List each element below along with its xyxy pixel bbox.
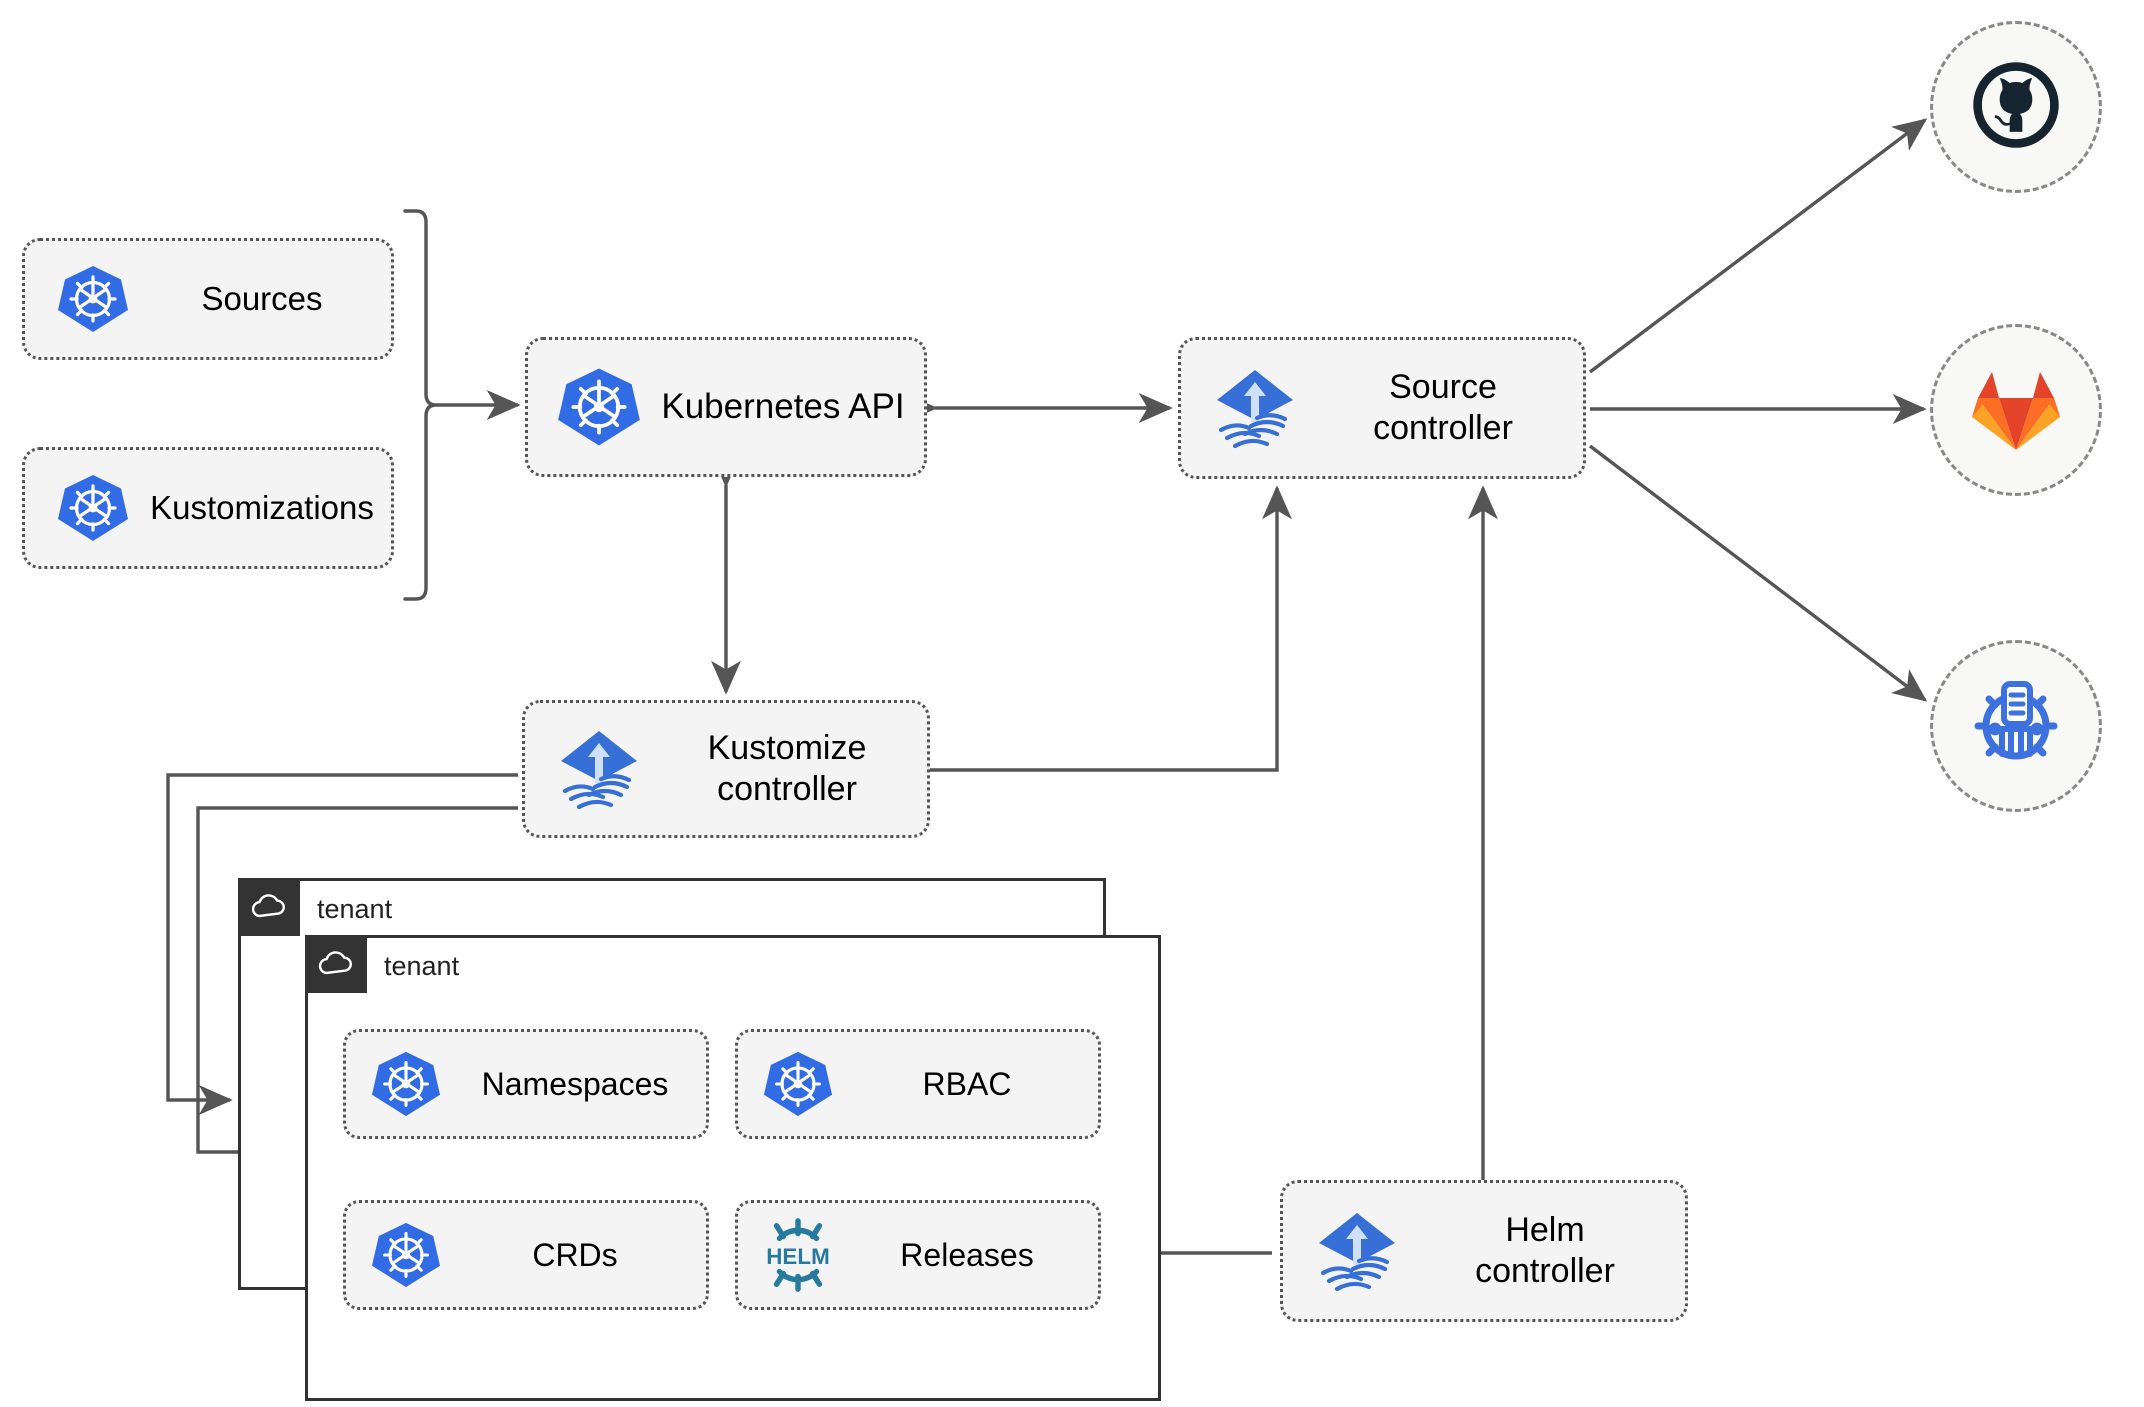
- group-bracket: [403, 209, 521, 601]
- wire-sourcecontroller-helmregistry: [1588, 444, 1928, 702]
- resource-label: Releases: [900, 1236, 1034, 1273]
- node-helm-controller[interactable]: Helm controller: [1280, 1180, 1688, 1322]
- node-kustomizations[interactable]: Kustomizations: [22, 447, 394, 569]
- provider-github[interactable]: [1930, 21, 2102, 193]
- kubernetes-icon: [53, 472, 133, 544]
- provider-gitlab[interactable]: [1930, 324, 2102, 496]
- flux-icon: [1309, 1205, 1405, 1297]
- kubernetes-icon: [760, 1049, 836, 1119]
- node-sources[interactable]: Sources: [22, 238, 394, 360]
- kubernetes-icon: [53, 263, 133, 335]
- tenant-label: tenant: [384, 951, 460, 981]
- node-label: Sources: [201, 280, 323, 318]
- kubernetes-icon: [368, 1220, 444, 1290]
- helm-repository-icon: [1964, 672, 2068, 781]
- flux-icon: [1207, 362, 1303, 454]
- provider-helm-registry[interactable]: [1930, 640, 2102, 812]
- node-label: Kubernetes API: [661, 387, 905, 426]
- github-icon: [1968, 57, 2064, 158]
- flux-icon: [551, 723, 647, 815]
- node-source-controller[interactable]: Source controller: [1178, 337, 1586, 479]
- node-label: Kustomizations: [150, 489, 374, 527]
- tenant-label: tenant: [317, 894, 393, 924]
- node-label: Helm controller: [1475, 1211, 1615, 1290]
- cloud-icon: [305, 935, 367, 993]
- cloud-icon: [238, 878, 300, 936]
- node-kubernetes-api[interactable]: Kubernetes API: [525, 337, 927, 477]
- gitlab-icon: [1966, 360, 2066, 461]
- kubernetes-icon: [556, 365, 642, 449]
- resource-namespaces[interactable]: Namespaces: [343, 1029, 709, 1139]
- resource-label: RBAC: [922, 1065, 1012, 1102]
- wire-sourcecontroller-github: [1588, 118, 1928, 374]
- kubernetes-icon: [368, 1049, 444, 1119]
- resource-label: Namespaces: [481, 1065, 669, 1102]
- resource-crds[interactable]: CRDs: [343, 1200, 709, 1310]
- resource-releases[interactable]: HELM Releases: [735, 1200, 1101, 1310]
- resource-rbac[interactable]: RBAC: [735, 1029, 1101, 1139]
- helm-icon: HELM: [760, 1216, 836, 1294]
- node-label: Kustomize controller: [707, 729, 867, 808]
- svg-text:HELM: HELM: [766, 1244, 829, 1269]
- node-kustomize-controller[interactable]: Kustomize controller: [522, 700, 930, 838]
- wire-kustomizecontroller-sourcecontroller: [930, 485, 1292, 772]
- tenant-container-front[interactable]: tenant: [305, 935, 1161, 1401]
- resource-label: CRDs: [532, 1236, 618, 1273]
- node-label: Source controller: [1373, 368, 1513, 447]
